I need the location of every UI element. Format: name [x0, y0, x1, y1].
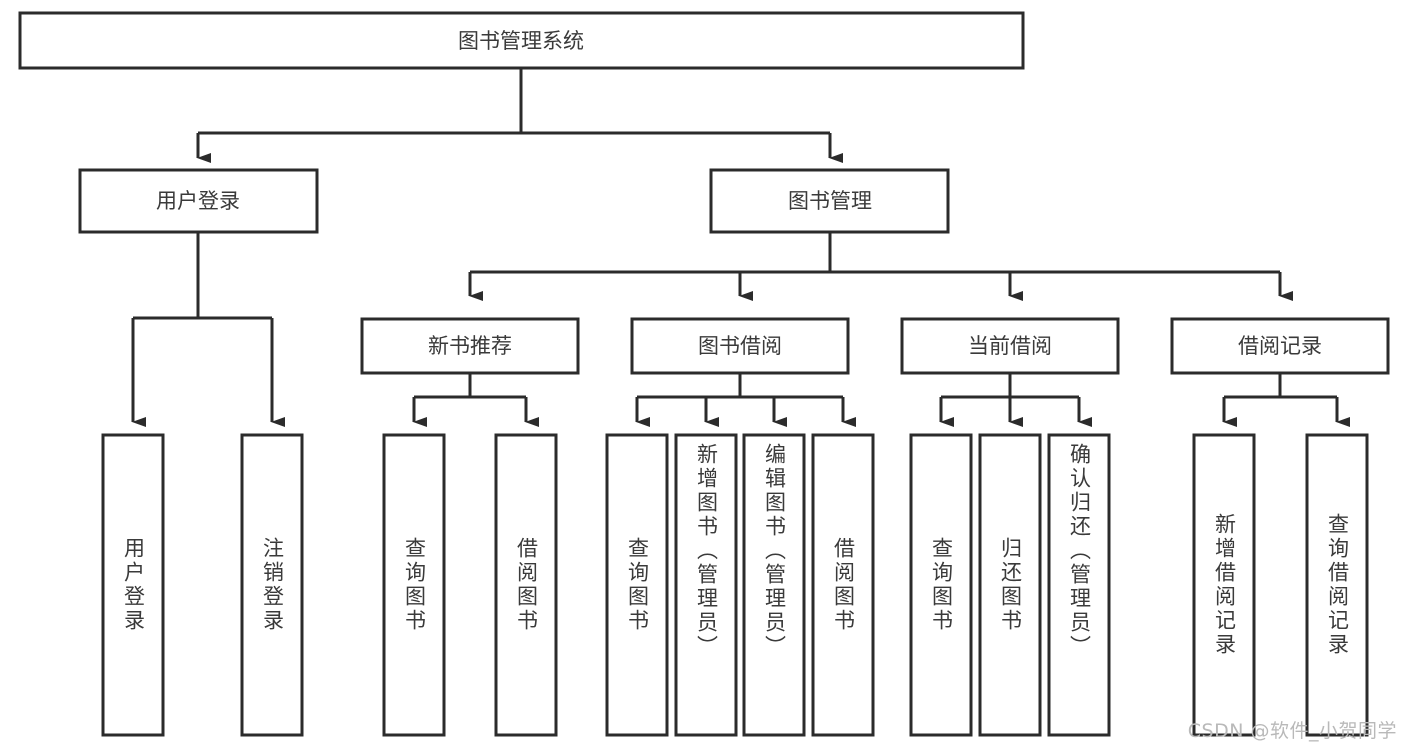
- node-borrow-record-label: 借阅记录: [1238, 334, 1322, 358]
- node-leaf-cur-query-box[interactable]: [909, 433, 973, 737]
- node-borrow-record-box[interactable]: [1170, 317, 1390, 375]
- node-current-borrow-label: 当前借阅: [968, 334, 1052, 358]
- node-book-mgmt-box[interactable]: [709, 168, 950, 234]
- node-leaf-cur-confirm-box[interactable]: [1047, 433, 1111, 737]
- node-root-title-label: 图书管理系统: [458, 29, 584, 53]
- node-current-borrow-box[interactable]: [900, 317, 1120, 375]
- node-leaf-borrow-edit-box[interactable]: [742, 433, 806, 737]
- node-leaf-user-login-box[interactable]: [101, 433, 165, 737]
- node-leaf-rec-borrow-box[interactable]: [494, 433, 558, 737]
- node-new-book-rec-box[interactable]: [360, 317, 580, 375]
- node-leaf-logout-box[interactable]: [240, 433, 304, 737]
- node-new-book-rec-label: 新书推荐: [428, 334, 512, 358]
- node-user-login-box[interactable]: [78, 168, 319, 234]
- node-root-title-box[interactable]: [18, 11, 1025, 70]
- node-book-borrow-label: 图书借阅: [698, 334, 782, 358]
- node-book-mgmt-label: 图书管理: [788, 189, 872, 213]
- csdn-watermark: CSDN @软件_小贺同学: [1187, 720, 1397, 742]
- node-user-login-label: 用户登录: [156, 189, 240, 213]
- node-leaf-record-add-box[interactable]: [1192, 433, 1256, 737]
- node-leaf-borrow-query-box[interactable]: [605, 433, 669, 737]
- node-leaf-rec-query-box[interactable]: [382, 433, 446, 737]
- node-leaf-borrow-add-box[interactable]: [674, 433, 738, 737]
- node-leaf-record-query-box[interactable]: [1305, 433, 1369, 737]
- node-leaf-cur-return-box[interactable]: [978, 433, 1042, 737]
- node-book-borrow-box[interactable]: [630, 317, 850, 375]
- node-leaf-borrow-borrow-box[interactable]: [811, 433, 875, 737]
